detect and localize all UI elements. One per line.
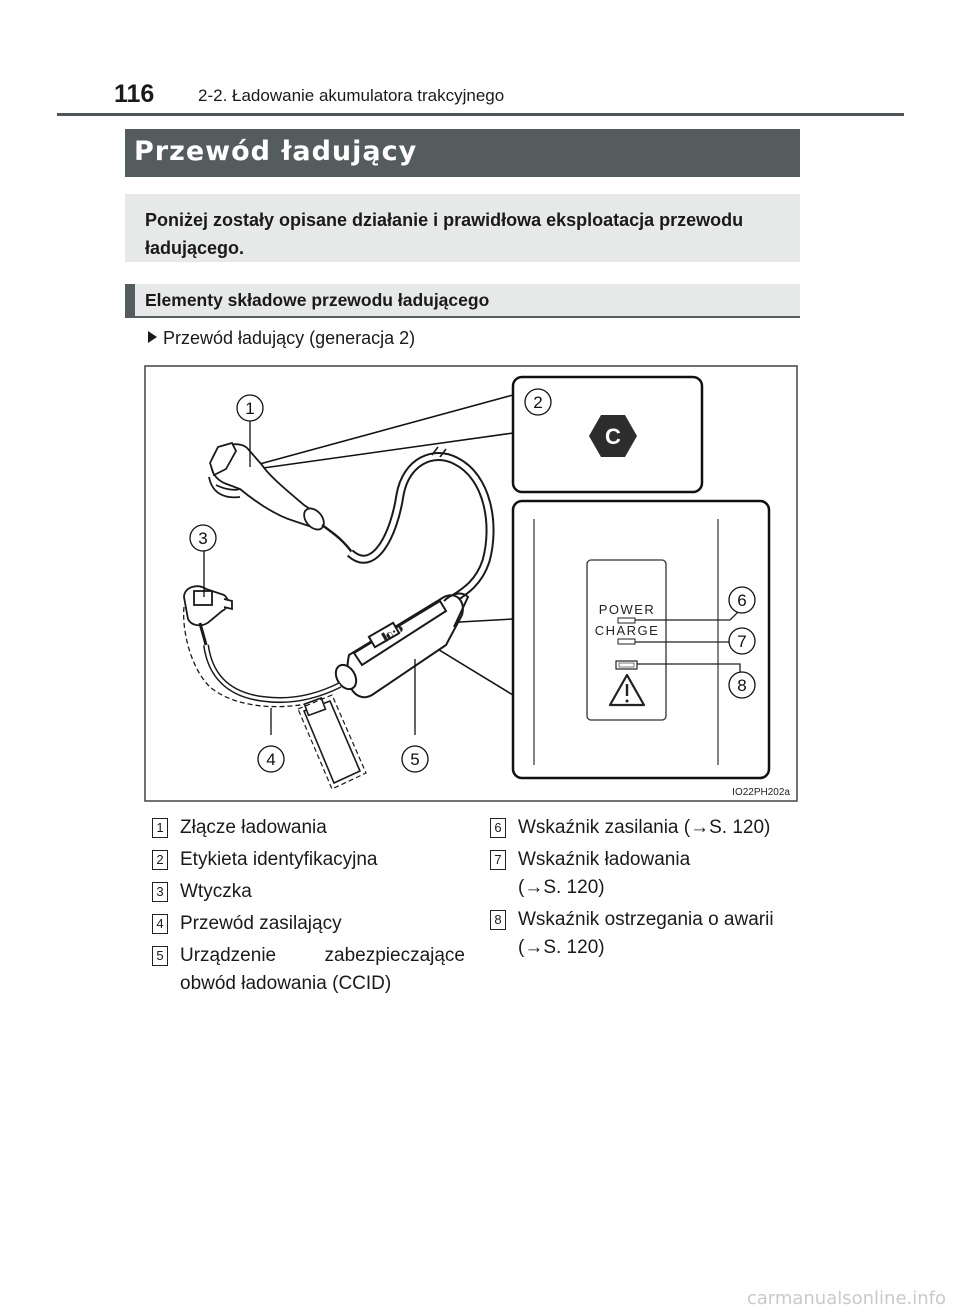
ccid-unit xyxy=(334,592,470,699)
callout-8 xyxy=(728,671,756,699)
callout-6 xyxy=(728,586,756,614)
callout-5-label: 5 xyxy=(410,750,419,769)
callout-1-label: 1 xyxy=(245,399,254,418)
callout-5 xyxy=(401,745,429,773)
subheading-bar: Elementy składowe przewodu ładującego xyxy=(125,284,800,318)
callout-3-label: 3 xyxy=(198,529,207,548)
section-title: Przewód ładujący xyxy=(134,136,418,167)
legend-number: 4 xyxy=(152,914,168,934)
page-header: 116 2-2. Ładowanie akumulatora trakcyjne… xyxy=(0,0,960,120)
charging-cable-figure: C POWER CHARGE ▐◐•◑ xyxy=(144,365,798,802)
legend-text: Urządzenie zabezpieczające obwód ładowan… xyxy=(180,945,465,994)
warning-icon-dot xyxy=(625,699,629,703)
callout-4 xyxy=(257,745,285,773)
charge-label: CHARGE xyxy=(595,623,660,638)
cable-break-mark xyxy=(431,446,447,458)
callout-4-label: 4 xyxy=(266,750,275,769)
subheading-accent xyxy=(125,284,135,316)
callout-7 xyxy=(728,627,756,655)
header-divider xyxy=(57,113,904,116)
charge-indicator-light xyxy=(617,638,636,645)
legend-text: Wskaźnik ładowania (→S. 120) xyxy=(518,849,691,898)
legend-left: 1 Złącze ładowania 2 Etykieta identyfika… xyxy=(152,814,472,1004)
legend-number: 6 xyxy=(490,818,506,838)
legend-text: Wskaźnik ostrzegania o awarii (→S. 120) xyxy=(518,909,774,958)
callout-7-label: 7 xyxy=(737,632,746,651)
cable-tag xyxy=(302,696,362,785)
zoom-line-2a xyxy=(255,394,514,466)
legend-number: 5 xyxy=(152,946,168,966)
legend-right: 6 Wskaźnik zasilania (→S. 120) 7 Wskaźni… xyxy=(490,814,805,964)
callout-8-label: 8 xyxy=(737,676,746,695)
callout-6-label: 6 xyxy=(737,591,746,610)
callout-1 xyxy=(236,394,264,422)
fault-indicator-inner xyxy=(618,662,635,668)
bullet-item: Przewód ładujący (generacja 2) xyxy=(148,328,415,349)
hexagon-c-icon xyxy=(589,415,637,457)
legend-number: 8 xyxy=(490,910,506,930)
power-cable-inner xyxy=(204,644,341,702)
callout-3 xyxy=(189,524,217,552)
page-number: 116 xyxy=(114,80,155,108)
power-label: POWER xyxy=(599,602,656,617)
legend-text: Etykieta identyfikacyjna xyxy=(180,849,378,870)
intro-text: Poniżej zostały opisane działanie i praw… xyxy=(145,210,744,258)
zoom-line-2b xyxy=(255,432,514,470)
charging-connector xyxy=(208,441,355,556)
legend-text: Przewód zasilający xyxy=(180,913,342,934)
leader-6 xyxy=(635,609,741,621)
callout-2 xyxy=(524,388,552,416)
bullet-text: Przewód ładujący (generacja 2) xyxy=(163,328,416,348)
power-cable-dashed xyxy=(182,606,321,708)
triangle-bullet-icon xyxy=(148,331,157,343)
legend-text: Złącze ładowania xyxy=(180,817,327,838)
charging-cable-inner xyxy=(348,454,493,604)
section-title-bar: Przewód ładujący xyxy=(125,129,800,177)
legend-number: 3 xyxy=(152,882,168,902)
plug xyxy=(183,585,233,646)
legend-text: Wskaźnik zasilania (→S. 120) xyxy=(518,817,771,838)
callout-2-label: 2 xyxy=(533,393,542,412)
legend-number: 1 xyxy=(152,818,168,838)
leader-8 xyxy=(637,663,741,672)
legend-text: Wtyczka xyxy=(180,881,252,902)
cable-tag-dashed xyxy=(297,694,367,790)
legend-number: 2 xyxy=(152,850,168,870)
intro-box: Poniżej zostały opisane działanie i praw… xyxy=(125,194,800,262)
legend-number: 7 xyxy=(490,850,506,870)
image-code: IO22PH202a xyxy=(732,787,790,798)
watermark: carmanualsonline.info xyxy=(746,1288,946,1309)
chapter-title: 2-2. Ładowanie akumulatora trakcyjnego xyxy=(198,86,505,105)
hex-label: C xyxy=(605,424,621,449)
subheading: Elementy składowe przewodu ładującego xyxy=(145,290,490,310)
